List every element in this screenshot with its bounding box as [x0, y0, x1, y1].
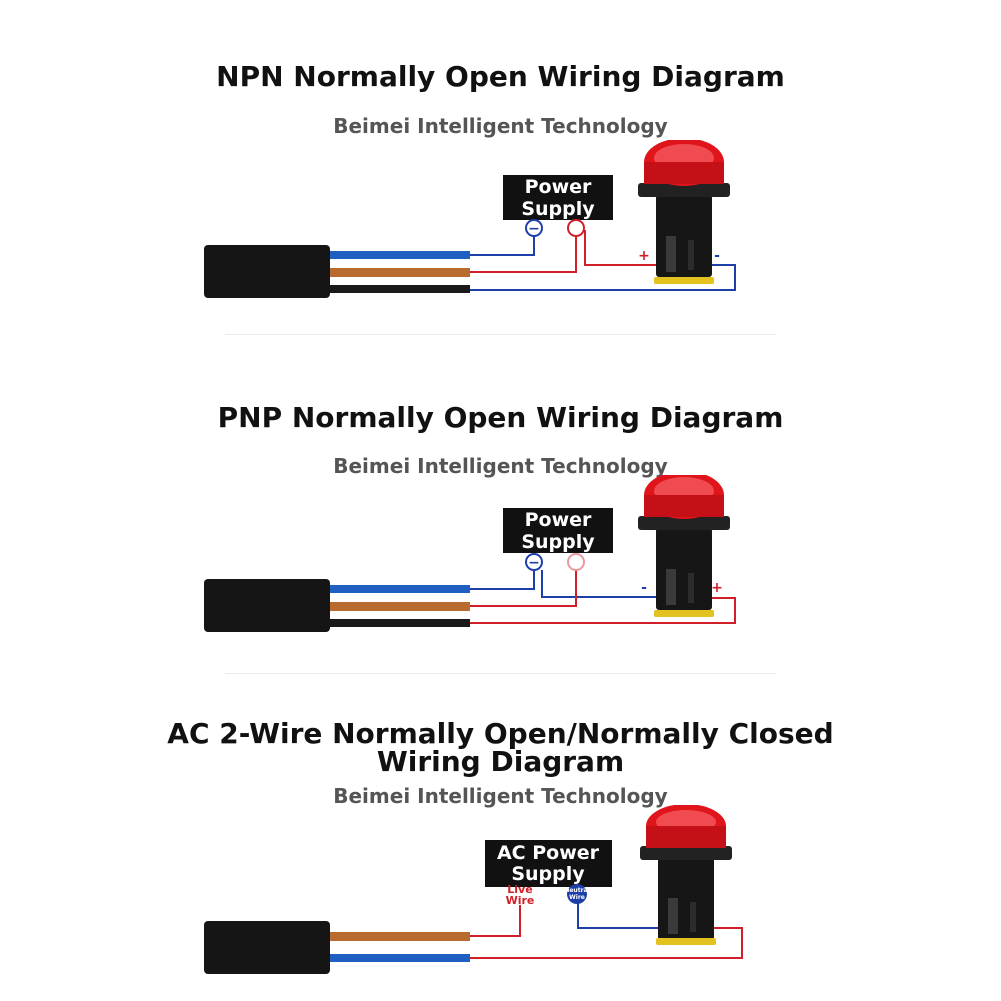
live-connection-line [470, 905, 521, 937]
signal-line [470, 927, 743, 959]
negative-terminal-icon [525, 219, 543, 237]
neutral-wire-label-line2: Wire [569, 894, 585, 901]
power-supply-label-line1: Power [525, 509, 592, 531]
positive-connection-line [470, 236, 577, 273]
sensor-cable-sheath [204, 579, 330, 632]
npn-diagram-panel: Power Supply − + - [0, 140, 1001, 320]
lamp-plus-label: + [711, 580, 723, 596]
power-supply-label-line2: Supply [521, 531, 595, 553]
neutral-wire-label-line1: Neutral [564, 887, 589, 894]
pnp-wiring-svg: Power Supply − - + [204, 475, 736, 632]
ac-power-supply-label-line2: Supply [511, 863, 585, 885]
negative-connection-line [470, 570, 535, 590]
negative-terminal-symbol: − [528, 555, 540, 571]
brown-wire [330, 602, 470, 611]
lamp-positive-line [584, 230, 658, 266]
signal-line [470, 264, 736, 291]
lamp-minus-label: - [714, 248, 720, 264]
positive-connection-line [470, 570, 577, 607]
ac-power-supply-box [485, 840, 612, 887]
pnp-diagram-panel: Power Supply − - + [0, 475, 1001, 655]
npn-diagram-title: NPN Normally Open Wiring Diagram [216, 60, 785, 93]
brown-wire [330, 932, 470, 941]
indicator-lamp-icon [640, 805, 732, 945]
positive-terminal-icon [567, 219, 585, 237]
section-divider [225, 673, 776, 674]
sensor-cable-sheath [204, 245, 330, 298]
npn-diagram-subtitle: Beimei Intelligent Technology [333, 114, 668, 138]
power-supply-box [503, 508, 613, 553]
indicator-lamp-icon [638, 475, 730, 617]
blue-wire [330, 585, 470, 593]
negative-terminal-icon [525, 553, 543, 571]
section-divider [225, 334, 776, 335]
live-wire-label-line1: Live [507, 883, 532, 896]
power-supply-label-line1: Power [525, 176, 592, 198]
pnp-diagram-title: PNP Normally Open Wiring Diagram [217, 401, 784, 434]
black-wire [330, 285, 470, 293]
lamp-minus-label: - [641, 580, 647, 596]
ac-diagram-subtitle: Beimei Intelligent Technology [333, 784, 668, 808]
blue-wire [330, 251, 470, 259]
positive-terminal-icon [567, 553, 585, 571]
live-wire-label-line2: Wire [506, 894, 535, 907]
ac-diagram-panel: AC Power Supply Live Wire Neutral Wire [0, 805, 1001, 995]
ac-wiring-svg: AC Power Supply Live Wire Neutral Wire [204, 805, 743, 974]
indicator-lamp-icon [638, 140, 730, 284]
pnp-diagram-subtitle: Beimei Intelligent Technology [333, 454, 668, 478]
brown-wire [330, 268, 470, 277]
neutral-connection-line [577, 903, 660, 929]
signal-line [470, 597, 736, 624]
ac-power-supply-label-line1: AC Power [497, 842, 600, 864]
black-wire [330, 619, 470, 627]
ac-diagram-title-line2: Wiring Diagram [376, 745, 625, 778]
neutral-terminal-icon [567, 884, 587, 904]
blue-wire [330, 954, 470, 962]
power-supply-box [503, 175, 613, 220]
negative-connection-line [470, 236, 535, 256]
lamp-negative-line [541, 570, 658, 598]
npn-wiring-svg: Power Supply − + - [204, 140, 736, 298]
sensor-cable-sheath [204, 921, 330, 974]
negative-terminal-symbol: − [528, 221, 540, 237]
ac-diagram-title-line1: AC 2-Wire Normally Open/Normally Closed [167, 717, 834, 750]
lamp-plus-label: + [638, 248, 650, 264]
power-supply-label-line2: Supply [521, 198, 595, 220]
